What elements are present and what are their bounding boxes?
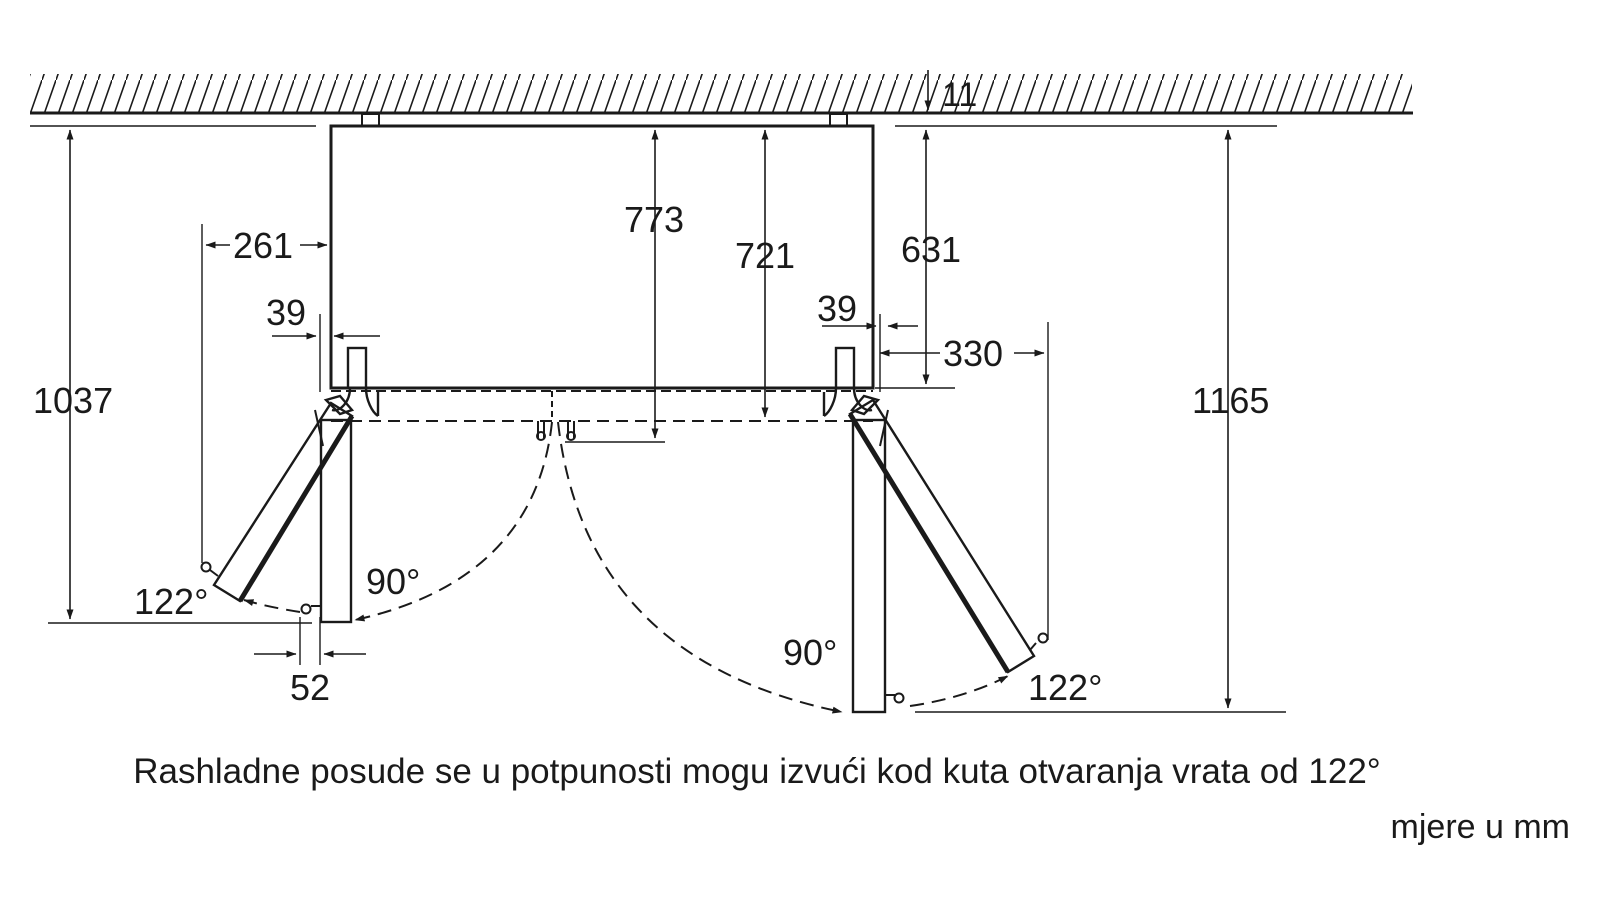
door-handle-right (567, 421, 575, 438)
right-swing-arc-122 (909, 675, 1009, 707)
left-door-122-handle-icon (200, 561, 212, 573)
left-door-90-handle-icon (300, 603, 312, 615)
label-261: 261 (233, 225, 293, 266)
hinge-left (323, 346, 380, 417)
label-angle-right-122: 122° (1028, 667, 1102, 708)
label-631: 631 (901, 229, 961, 270)
label-773: 773 (624, 199, 684, 240)
dimension-lines (66, 70, 1232, 709)
wall-bracket-right (829, 113, 848, 127)
left-swing-arc-122 (243, 599, 301, 613)
hinge-right (822, 346, 881, 417)
diagram-caption: Rashladne posude se u potpunosti mogu iz… (133, 752, 1381, 791)
label-angle-right-90: 90° (783, 632, 837, 673)
label-330: 330 (943, 333, 1003, 374)
right-door-90-handle-icon (893, 692, 905, 704)
wall-hatching (30, 74, 1412, 112)
label-angle-left-90: 90° (366, 561, 420, 602)
label-1165: 1165 (1192, 380, 1269, 421)
door-knob-left (536, 431, 546, 441)
door-swing-arcs (243, 421, 1009, 714)
wall (30, 74, 1413, 115)
label-721: 721 (735, 235, 795, 276)
label-1037: 1037 (33, 380, 113, 421)
reference-lines (30, 125, 1286, 713)
fridge-body (329, 113, 875, 441)
label-39-right: 39 (817, 288, 857, 329)
right-door-open-122 (847, 398, 1049, 674)
right-door-open-90 (851, 409, 905, 714)
door-handle-left (537, 421, 545, 438)
door-knob-right (566, 431, 576, 441)
left-door-open-122 (200, 401, 355, 603)
fridge-cabinet (329, 124, 875, 390)
left-door-open-90 (300, 409, 353, 624)
label-39-left: 39 (266, 292, 306, 333)
right-door-122-handle-icon (1037, 632, 1049, 644)
label-angle-left-122: 122° (134, 581, 208, 622)
dimension-labels: 11 1037 1165 261 39 39 773 721 631 330 5… (33, 76, 1269, 708)
left-swing-arc (354, 421, 553, 622)
label-wall-gap: 11 (942, 76, 977, 114)
label-52: 52 (290, 667, 330, 708)
wall-bracket-left (361, 113, 380, 127)
units-note: mjere u mm (1390, 808, 1570, 846)
